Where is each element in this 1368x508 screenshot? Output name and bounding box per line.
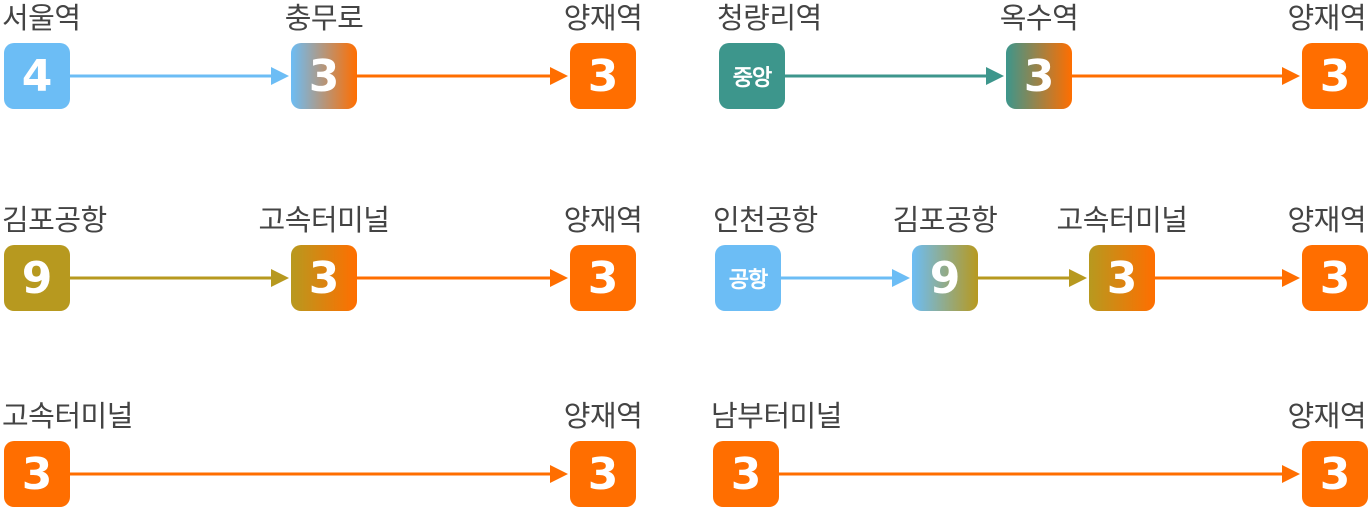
station-name: 인천공항 xyxy=(713,203,818,237)
station-name: 충무로 xyxy=(284,1,364,35)
line-badge: 3 xyxy=(570,245,636,311)
station-name: 고속터미널 xyxy=(2,399,133,433)
station-name: 김포공항 xyxy=(2,203,107,237)
arrow-head-icon xyxy=(892,269,910,287)
line-badge: 3 xyxy=(570,43,636,109)
arrow-head-icon xyxy=(550,67,568,85)
line-badge: 3 xyxy=(1089,245,1155,311)
line-badge: 3 xyxy=(291,43,357,109)
line-badge: 3 xyxy=(1302,245,1368,311)
station-name: 양재역 xyxy=(1287,203,1366,237)
station-name: 서울역 xyxy=(2,1,81,35)
line-badge: 3 xyxy=(1302,441,1368,507)
arrow-head-icon xyxy=(271,269,289,287)
line-badge: 3 xyxy=(4,441,70,507)
station-name: 남부터미널 xyxy=(711,399,842,433)
line-badge: 3 xyxy=(1302,43,1368,109)
station-name: 양재역 xyxy=(1287,399,1366,433)
line-badge: 3 xyxy=(291,245,357,311)
arrow-head-icon xyxy=(1282,67,1300,85)
line-badge: 9 xyxy=(912,245,978,311)
arrow-head-icon xyxy=(1282,269,1300,287)
station-name: 양재역 xyxy=(563,399,643,433)
line-badge: 3 xyxy=(570,441,636,507)
line-badge: 4 xyxy=(4,43,70,109)
station-name: 양재역 xyxy=(1287,1,1366,35)
arrow-head-icon xyxy=(550,269,568,287)
line-badge: 중앙 xyxy=(719,43,785,109)
line-badge: 3 xyxy=(713,441,779,507)
station-name: 김포공항 xyxy=(892,203,998,237)
station-name: 고속터미널 xyxy=(1056,203,1188,237)
station-name: 청량리역 xyxy=(717,1,822,35)
station-name: 옥수역 xyxy=(999,1,1079,35)
arrow-head-icon xyxy=(1069,269,1087,287)
station-name: 고속터미널 xyxy=(258,203,390,237)
arrow-head-icon xyxy=(1282,465,1300,483)
line-badge: 3 xyxy=(1006,43,1072,109)
arrow-head-icon xyxy=(271,67,289,85)
line-badge: 9 xyxy=(4,245,70,311)
station-name: 양재역 xyxy=(563,203,643,237)
station-name: 양재역 xyxy=(563,1,643,35)
arrow-head-icon xyxy=(986,67,1004,85)
line-badge: 공항 xyxy=(715,245,781,311)
arrow-head-icon xyxy=(550,465,568,483)
